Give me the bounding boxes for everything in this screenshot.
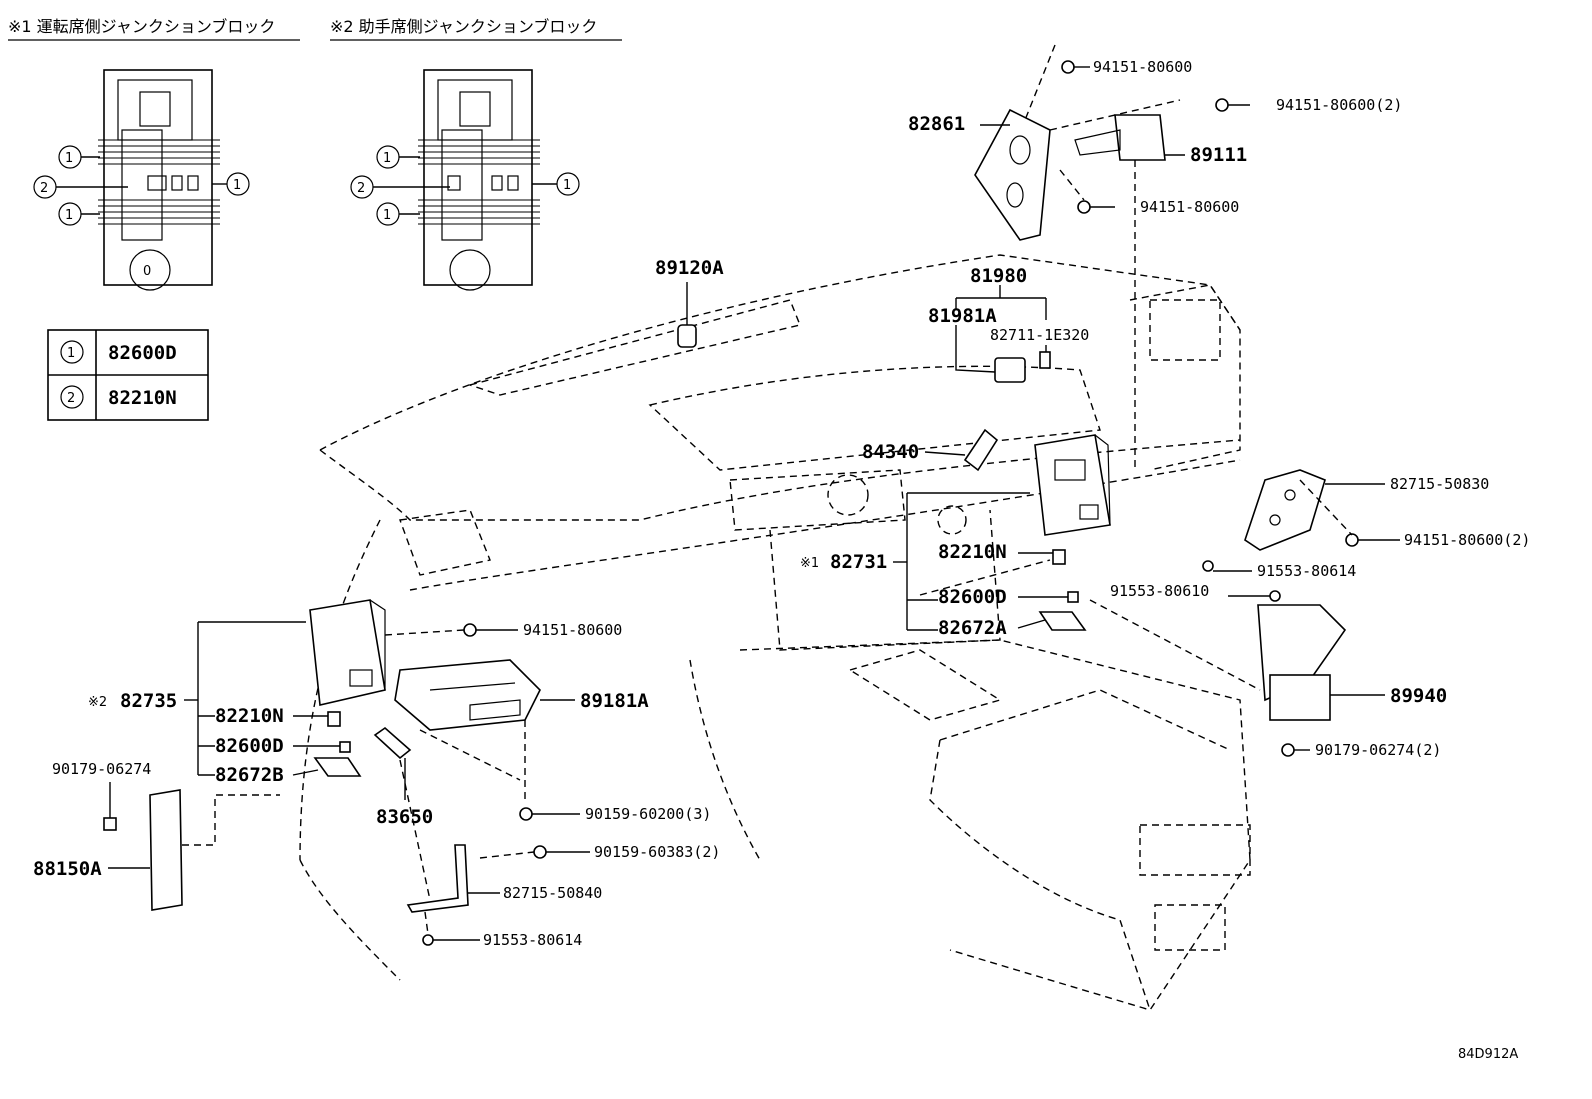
label-82600D-left: 82600D bbox=[215, 735, 284, 757]
label-94151-a: 94151-80600 bbox=[1093, 58, 1192, 76]
label-89120A: 89120A bbox=[655, 257, 724, 279]
passenger-jb-title: ※2 助手席側ジャンクションブロック bbox=[330, 17, 597, 36]
part-82731-junction-block bbox=[1034, 434, 1111, 536]
label-82672A: 82672A bbox=[938, 617, 1007, 639]
label-88150A: 88150A bbox=[33, 858, 102, 880]
part-81981A-relay bbox=[955, 325, 1026, 383]
label-90179-left: 90179-06274 bbox=[52, 760, 151, 778]
bolt-91553-80610 bbox=[1228, 590, 1281, 602]
part-83650-sensor bbox=[373, 726, 412, 800]
driver-jb-callouts: 1 2 1 1 bbox=[33, 145, 250, 226]
driver-junction-block-illustration bbox=[98, 69, 220, 291]
part-82210N-left bbox=[293, 711, 341, 727]
passenger-jb-callouts: 1 2 1 1 bbox=[350, 145, 580, 226]
part-89111-module bbox=[1049, 99, 1185, 470]
bolt-91553-left bbox=[422, 911, 480, 946]
part-82861-bracket bbox=[974, 44, 1056, 241]
label-89181A: 89181A bbox=[580, 690, 649, 712]
legend-part-1: 82600D bbox=[108, 342, 177, 364]
nut-94151-top bbox=[1061, 60, 1090, 74]
label-82731: 82731 bbox=[830, 551, 887, 573]
callout-2b: 2 bbox=[357, 181, 365, 196]
part-82210N-right bbox=[1018, 549, 1066, 565]
bolt-91553-right bbox=[1202, 560, 1252, 572]
label-82735: 82735 bbox=[120, 690, 177, 712]
part-82600D-left bbox=[293, 741, 351, 753]
jb-marker-0: 0 bbox=[143, 264, 151, 279]
group-81980 bbox=[955, 285, 1047, 320]
group-82735 bbox=[184, 621, 306, 776]
dashboard-outline bbox=[299, 254, 1251, 1011]
callout-1: 1 bbox=[65, 151, 73, 166]
callout-1c: 1 bbox=[233, 178, 241, 193]
callout-2: 2 bbox=[40, 181, 48, 196]
part-89181A-ecu bbox=[394, 659, 575, 800]
screw-90159-60383 bbox=[479, 845, 590, 859]
label-82731-mark: ※1 bbox=[800, 556, 819, 571]
callout-1f: 1 bbox=[563, 178, 571, 193]
label-91553-c: 91553-80614 bbox=[483, 931, 582, 949]
part-89120A-sensor bbox=[677, 282, 697, 348]
label-90159-a: 90159-60200(3) bbox=[585, 805, 711, 823]
label-81981A: 81981A bbox=[928, 305, 997, 327]
label-82210N-right: 82210N bbox=[938, 541, 1007, 563]
label-82711: 82711-1E320 bbox=[990, 326, 1089, 344]
label-91553-a: 91553-80614 bbox=[1257, 562, 1356, 580]
label-83650: 83650 bbox=[376, 806, 433, 828]
label-82735-mark: ※2 bbox=[88, 695, 107, 710]
label-82672B: 82672B bbox=[215, 764, 284, 786]
part-82672B-cover bbox=[292, 757, 362, 777]
label-84340: 84340 bbox=[862, 441, 919, 463]
nut-94151-right bbox=[1215, 98, 1250, 112]
part-82672A-cover bbox=[1017, 611, 1087, 631]
screw-90159-60200 bbox=[519, 807, 580, 821]
passenger-junction-block-illustration bbox=[418, 69, 540, 291]
part-82715-50840-bracket bbox=[399, 759, 500, 913]
part-82715-50830-bracket bbox=[1244, 469, 1385, 551]
part-82711-clip bbox=[1039, 345, 1051, 369]
callout-1b: 1 bbox=[65, 208, 73, 223]
part-88150A-unit bbox=[108, 789, 280, 911]
callout-1d: 1 bbox=[383, 151, 391, 166]
label-89111: 89111 bbox=[1190, 144, 1247, 166]
label-82715-50830: 82715-50830 bbox=[1390, 475, 1489, 493]
part-90179-left bbox=[103, 782, 117, 831]
label-82210N-left: 82210N bbox=[215, 705, 284, 727]
nut-90179-right bbox=[1281, 743, 1310, 757]
nut-94151-left bbox=[384, 623, 518, 637]
part-82600D-right bbox=[1018, 591, 1079, 603]
label-90159-b: 90159-60383(2) bbox=[594, 843, 720, 861]
label-91553-b: 91553-80610 bbox=[1110, 582, 1209, 600]
driver-jb-title: ※1 運転席側ジャンクションブロック bbox=[8, 17, 275, 36]
label-89940: 89940 bbox=[1390, 685, 1447, 707]
group-82731 bbox=[893, 492, 1030, 631]
legend-circle-2: 2 bbox=[67, 391, 75, 406]
label-81980: 81980 bbox=[970, 265, 1027, 287]
legend-table: 1 82600D 2 82210N bbox=[47, 329, 209, 421]
label-94151-c: 94151-80600 bbox=[1140, 198, 1239, 216]
label-82715-50840: 82715-50840 bbox=[503, 884, 602, 902]
figure-code: 84D912A bbox=[1458, 1047, 1518, 1062]
legend-circle-1: 1 bbox=[67, 346, 75, 361]
legend-part-2: 82210N bbox=[108, 387, 177, 409]
part-84340-switch bbox=[924, 428, 999, 472]
label-94151-d: 94151-80600(2) bbox=[1404, 531, 1530, 549]
label-82861: 82861 bbox=[908, 113, 965, 135]
nut-94151-right-lower bbox=[1299, 479, 1400, 547]
part-82735-junction-block bbox=[309, 599, 386, 706]
label-90179-right: 90179-06274(2) bbox=[1315, 741, 1441, 759]
callout-1e: 1 bbox=[383, 208, 391, 223]
label-94151-e: 94151-80600 bbox=[523, 621, 622, 639]
part-89940-module bbox=[1089, 599, 1385, 721]
nut-94151-mid bbox=[1059, 169, 1115, 214]
label-94151-b: 94151-80600(2) bbox=[1276, 96, 1402, 114]
label-82600D-right: 82600D bbox=[938, 586, 1007, 608]
